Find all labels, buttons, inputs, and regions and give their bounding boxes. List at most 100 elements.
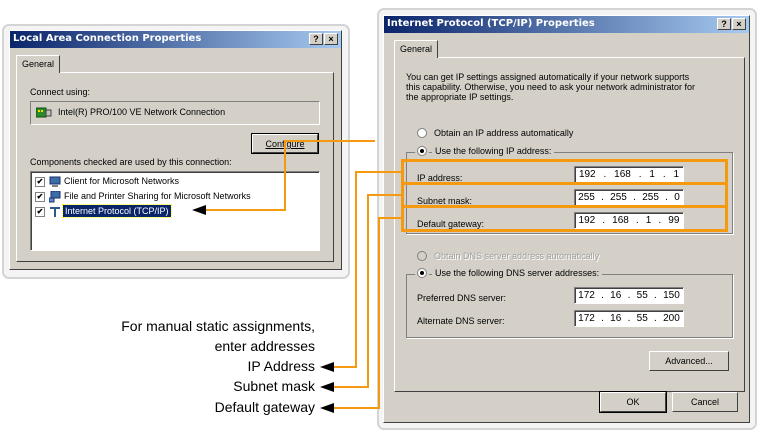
tcpip-dialog-titlebar[interactable]: Internet Protocol (TCP/IP) Properties — [384, 16, 749, 33]
advanced-button[interactable]: Advanced... — [649, 351, 729, 371]
configure-connector — [285, 140, 375, 142]
component-checkbox[interactable]: ✔ — [35, 207, 45, 217]
obtain-dns-radio[interactable] — [417, 251, 427, 261]
gateway-connector-horizontal-top — [378, 217, 402, 219]
lan-properties-dialog: Local Area Connection Properties ? × Gen… — [9, 30, 342, 270]
preferred-dns-label: Preferred DNS server: — [417, 293, 507, 303]
close-button[interactable]: × — [732, 18, 746, 30]
preferred-dns-input[interactable]: 172. 16. 55. 150 — [574, 287, 684, 304]
tcpip-properties-dialog: Internet Protocol (TCP/IP) Properties ? … — [383, 15, 750, 423]
ip-connector-horizontal-bottom — [332, 366, 357, 368]
dns-group — [406, 274, 733, 338]
annotation-line-1: For manual static assignments, — [121, 318, 315, 334]
adapter-field: Intel(R) PRO/100 VE Network Connection — [30, 101, 320, 125]
obtain-ip-radio[interactable] — [417, 128, 427, 138]
octet: 255 — [578, 192, 595, 203]
octet: 168 — [614, 169, 631, 180]
annotation-line-2: enter addresses — [214, 338, 315, 354]
octet: 1 — [645, 215, 652, 226]
protocol-icon — [50, 207, 60, 217]
obtain-ip-label[interactable]: Obtain an IP address automatically — [434, 128, 574, 138]
default-gateway-input[interactable]: 192. 168. 1. 99 — [574, 212, 684, 229]
alternate-dns-input[interactable]: 172. 16. 55. 200 — [574, 310, 684, 327]
octet: 55 — [636, 313, 648, 324]
ok-button[interactable]: OK — [599, 391, 667, 413]
adapter-name: Intel(R) PRO/100 VE Network Connection — [58, 107, 226, 117]
gateway-connector-vertical — [378, 217, 380, 408]
tcpip-general-panel — [394, 57, 745, 392]
octet: 55 — [636, 290, 648, 301]
octet: 1 — [649, 169, 655, 180]
configure-connector-vertical — [284, 140, 286, 210]
description-line-3: the appropriate IP settings. — [406, 92, 514, 102]
default-gateway-highlight — [401, 205, 728, 232]
tab-general[interactable]: General — [394, 40, 439, 58]
description-line-1: You can get IP settings assigned automat… — [406, 72, 690, 82]
ip-address-group — [406, 152, 733, 234]
annotation-default-gateway: Default gateway — [214, 399, 315, 415]
annotation-ip-address: IP Address — [247, 358, 315, 374]
component-label-selected: Internet Protocol (TCP/IP) — [62, 204, 172, 218]
close-button[interactable]: × — [324, 33, 338, 45]
help-button[interactable]: ? — [717, 18, 731, 30]
annotation-block: For manual static assignments, enter add… — [60, 318, 315, 430]
alternate-dns-label: Alternate DNS server: — [417, 316, 505, 326]
arrow-subnet-mask — [320, 382, 334, 392]
ip-connector-horizontal-top — [355, 171, 402, 173]
octet: 16 — [610, 313, 622, 324]
obtain-dns-label[interactable]: Obtain DNS server address automatically — [434, 251, 600, 261]
lan-dialog-title: Local Area Connection Properties — [13, 33, 202, 44]
tcpip-dialog-title: Internet Protocol (TCP/IP) Properties — [387, 18, 595, 29]
configure-connector-horizontal — [205, 209, 286, 211]
ip-connector-vertical — [355, 171, 357, 367]
octet: 150 — [663, 290, 680, 301]
octet: 99 — [668, 215, 680, 226]
subnet-connector-horizontal-bottom — [332, 386, 369, 388]
subnet-connector-horizontal-top — [367, 194, 402, 196]
cancel-button[interactable]: Cancel — [672, 392, 738, 412]
octet: 0 — [674, 192, 680, 203]
octet: 172 — [578, 290, 595, 301]
list-item[interactable]: ✔ File and Printer Sharing for Microsoft… — [35, 191, 315, 203]
octet: 172 — [578, 313, 595, 324]
component-label: Client for Microsoft Networks — [64, 176, 180, 186]
octet: 16 — [610, 290, 622, 301]
arrow-ip-address — [320, 362, 334, 372]
octet: 192 — [578, 215, 596, 226]
network-card-icon — [36, 107, 52, 118]
use-dns-radio[interactable] — [417, 268, 427, 278]
subnet-connector-vertical — [367, 194, 369, 387]
components-label: Components checked are used by this conn… — [30, 157, 232, 167]
arrow-to-tcpip-item — [192, 205, 206, 215]
default-gateway-label: Default gateway: — [417, 219, 485, 229]
use-ip-radio[interactable] — [417, 146, 427, 156]
computer-icon — [49, 176, 61, 187]
arrow-default-gateway — [320, 403, 334, 413]
ip-address-label: IP address: — [417, 173, 463, 183]
annotation-subnet-mask: Subnet mask — [233, 378, 315, 394]
component-checkbox[interactable]: ✔ — [35, 192, 45, 202]
lan-general-panel — [16, 72, 334, 262]
description-line-2: this capability. Otherwise, you need to … — [406, 82, 695, 92]
use-ip-label[interactable]: Use the following IP address: — [432, 146, 555, 156]
octet: 255 — [642, 192, 659, 203]
tab-general[interactable]: General — [16, 55, 61, 73]
subnet-mask-label: Subnet mask: — [417, 196, 473, 206]
list-item[interactable]: ✔ Client for Microsoft Networks — [35, 176, 315, 188]
shared-computer-icon — [49, 191, 61, 203]
gateway-connector-horizontal-bottom — [332, 407, 380, 409]
lan-dialog-titlebar[interactable]: Local Area Connection Properties — [10, 31, 341, 48]
octet: 168 — [612, 215, 629, 226]
component-label: File and Printer Sharing for Microsoft N… — [64, 191, 251, 201]
octet: 1 — [673, 169, 680, 180]
ip-address-input[interactable]: 192. 168. 1. 1 — [574, 166, 684, 183]
help-button[interactable]: ? — [309, 33, 323, 45]
connect-using-label: Connect using: — [30, 87, 91, 97]
component-checkbox[interactable]: ✔ — [35, 177, 45, 187]
octet: 255 — [610, 192, 627, 203]
use-dns-label[interactable]: Use the following DNS server addresses: — [432, 268, 603, 278]
list-item[interactable]: ✔ Internet Protocol (TCP/IP) — [35, 204, 315, 218]
octet: 192 — [578, 169, 596, 180]
components-list[interactable]: ✔ Client for Microsoft Networks ✔ File a… — [30, 171, 320, 251]
octet: 200 — [663, 313, 680, 324]
